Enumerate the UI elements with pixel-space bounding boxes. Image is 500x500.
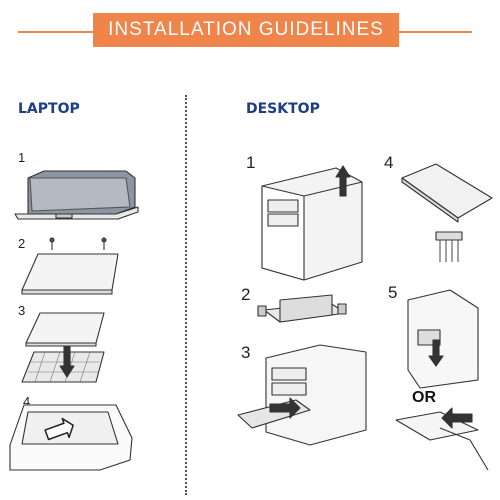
column-divider [185, 95, 187, 495]
laptop-base-illustration [9, 404, 133, 471]
desktop-drive-cables-illustration [401, 163, 493, 262]
laptop-step-3-number: 3 [18, 303, 26, 318]
desktop-heading: DESKTOP [246, 101, 320, 117]
or-label: OR [412, 389, 436, 406]
laptop-closed-illustration [14, 170, 139, 220]
desktop-connection-illustration [395, 289, 489, 471]
laptop-step-1-number: 1 [18, 150, 26, 165]
laptop-heading: LAPTOP [18, 101, 80, 117]
laptop-step-4-number: 4 [23, 394, 31, 409]
header-line-left [18, 31, 94, 33]
desktop-step-5-number: 5 [388, 283, 398, 302]
laptop-drive-screws-illustration [21, 237, 119, 295]
desktop-step-4-number: 4 [384, 153, 394, 172]
desktop-bracket-illustration [257, 294, 347, 323]
page-title: INSTALLATION GUIDELINES [93, 13, 399, 47]
desktop-step-3-number: 3 [241, 343, 251, 362]
desktop-tower-illustration [261, 165, 363, 281]
header-line-right [398, 31, 472, 33]
desktop-open-tower-illustration [237, 344, 367, 446]
laptop-drive-insert-illustration [21, 312, 105, 383]
desktop-step-2-number: 2 [241, 285, 251, 304]
laptop-step-2-number: 2 [18, 236, 26, 251]
desktop-step-1-number: 1 [246, 153, 256, 172]
